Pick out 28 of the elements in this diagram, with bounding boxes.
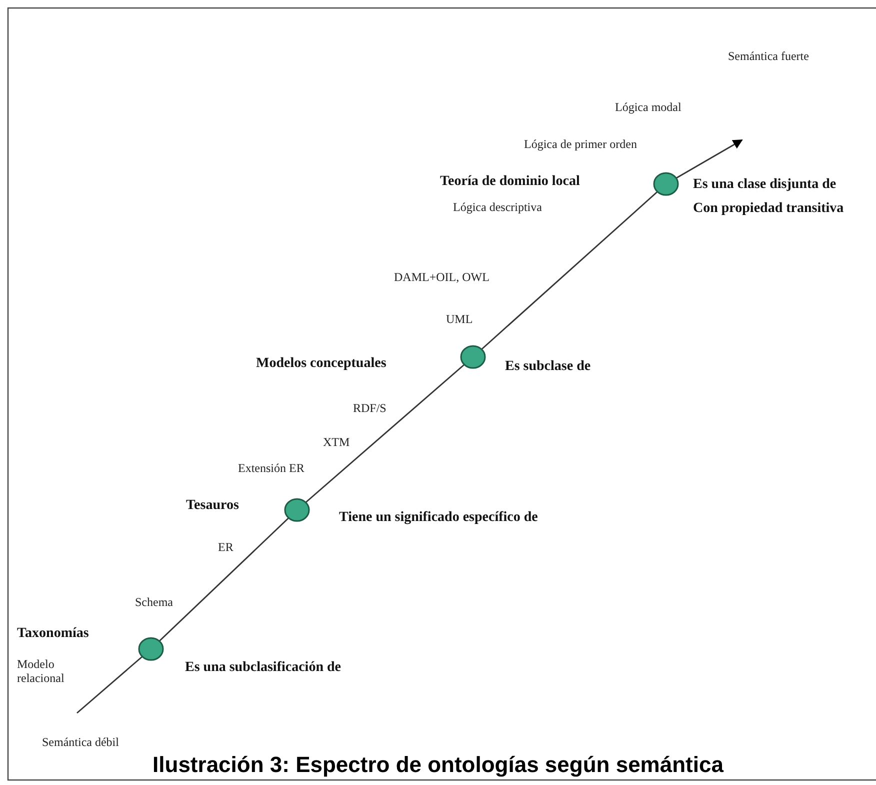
level-label: Modelos conceptuales (256, 356, 386, 372)
spectrum-label: XTM (323, 436, 350, 450)
relation-label: Con propiedad transitiva (693, 201, 844, 218)
spectrum-label: Lógica modal (615, 101, 682, 115)
spectrum-label: Lógica de primer orden (524, 138, 637, 152)
spectrum-label: Schema (135, 596, 173, 610)
relation-label: Es una subclasificación de (185, 660, 341, 676)
relation-label: Es subclase de (505, 359, 591, 376)
spectrum-label: Modelo relacional (17, 658, 66, 686)
spectrum-label: ER (218, 541, 234, 555)
connector-line (76, 656, 142, 714)
spectrum-label: RDF/S (353, 402, 386, 416)
spectrum-label: Extensión ER (238, 462, 304, 476)
level-label: Teoría de dominio local (440, 174, 580, 190)
connector-line (481, 191, 658, 350)
spectrum-label: Lógica descriptiva (453, 201, 542, 215)
spectrum-label: Semántica fuerte (728, 50, 809, 64)
connector-line (159, 518, 289, 642)
caption: Ilustración 3: Espectro de ontologías según semántica (152, 752, 725, 778)
connector-line (306, 364, 464, 503)
spectrum-label: UML (446, 313, 473, 327)
spectrum-label: DAML+OIL, OWL (394, 271, 490, 285)
level-label: Taxonomías (17, 626, 89, 642)
spectrum-label: Semántica débil (42, 736, 119, 750)
arrow (676, 139, 743, 179)
relation-label: Es una clase disjunta de (693, 177, 836, 194)
level-label: Tesauros (186, 498, 239, 514)
relation-label: Tiene un significado específico de (339, 510, 538, 526)
